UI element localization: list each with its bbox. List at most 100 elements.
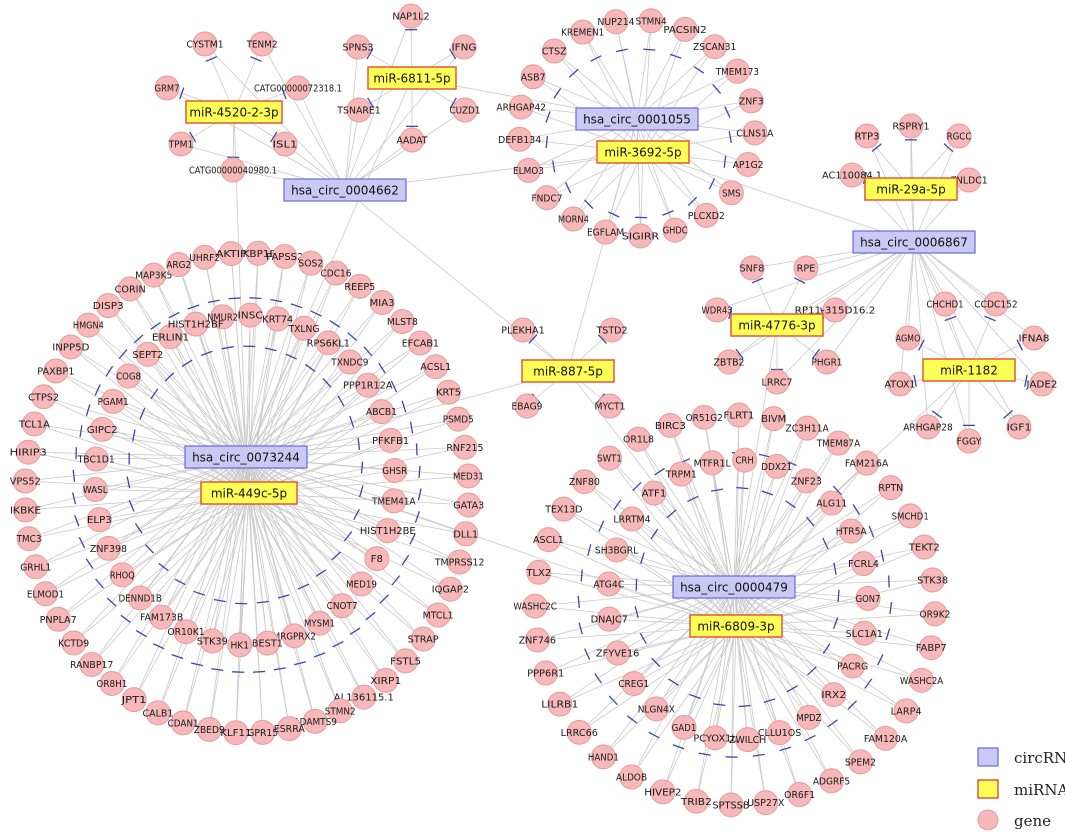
gene-node-clns1a: CLNS1A — [736, 121, 774, 145]
gene-label: PLEKHA1 — [501, 326, 544, 337]
gene-label: TMEM41A — [371, 496, 416, 507]
mirna-label: miR-449c-5p — [211, 487, 287, 501]
gene-label: PPP6R1 — [527, 669, 564, 680]
gene-node-agmo: AGMO — [896, 326, 921, 350]
gene-node-fstl5: FSTL5 — [390, 649, 421, 673]
edge-tick-usp27x — [753, 754, 765, 756]
gene-label: IRX2 — [821, 690, 846, 701]
gene-label: USP27X — [747, 798, 785, 809]
edge-tick-elmod1 — [86, 559, 93, 569]
edge-tick-ranbp17 — [121, 615, 131, 622]
gene-label: HIST1H2BF — [168, 320, 224, 331]
gene-node-tpm1: TPM1 — [168, 132, 194, 156]
gene-label: GRHL1 — [20, 562, 51, 573]
edge-tick-vps52 — [73, 470, 74, 482]
gene-label: LRRC66 — [561, 728, 598, 739]
gene-node-ikbke: IKBKE — [10, 498, 41, 522]
gene-label: ATF1 — [642, 489, 667, 500]
edge-tick-trpm1 — [687, 496, 698, 501]
gene-label: JADE2 — [1025, 380, 1057, 391]
gene-node-chchd1: CHCHD1 — [926, 292, 963, 316]
gene-node-tsnare1: TSNARE1 — [336, 98, 380, 122]
gene-node-elmo3: ELMO3 — [513, 158, 544, 182]
gene-node-sept2: SEPT2 — [132, 342, 163, 366]
mirna-label: miR-1182 — [940, 364, 998, 378]
gene-label: RGCC — [947, 132, 972, 143]
gene-node-rptn: RPTN — [878, 476, 903, 500]
edge-tick-fndc7 — [566, 182, 571, 193]
mirna-node-mir-449c-5p: miR-449c-5p — [201, 482, 297, 504]
gene-node-zscan31: ZSCAN31 — [693, 35, 736, 59]
edge-tick-ikbp1b — [249, 298, 261, 299]
gene-label: GATA3 — [453, 500, 484, 511]
gene-label: TMEM87A — [816, 439, 861, 450]
gene-label: CREG1 — [618, 679, 649, 690]
gene-label: WASHC2C — [513, 602, 557, 613]
gene-label: TENM2 — [246, 40, 278, 51]
gene-label: ERLIN1 — [152, 332, 189, 343]
edge-tick-igf1 — [1003, 411, 1012, 419]
gene-label: AADAT — [397, 136, 428, 147]
edge-hsa-circ-0000479-pcyox1l — [715, 587, 734, 738]
gene-node-wasl: WASL — [83, 477, 108, 501]
gene-node-gad1: GAD1 — [672, 715, 697, 739]
gene-label: MAP3K5 — [135, 271, 172, 282]
gene-label: ABCB1 — [366, 407, 397, 418]
mirna-label: miR-6809-3p — [697, 620, 774, 634]
gene-node-atf1: ATF1 — [642, 481, 667, 505]
gene-label: STMN4 — [636, 16, 667, 27]
gene-node-dll1: DLL1 — [453, 522, 478, 546]
gene-label: HIVEP2 — [644, 787, 681, 798]
gene-label: INPP5D — [52, 342, 89, 353]
gene-node-tlx2: TLX2 — [525, 560, 551, 584]
circrna-node-hsa-circ-0006867: hsa_circ_0006867 — [853, 231, 975, 253]
edge-tick-washc2a — [878, 654, 883, 665]
edge-hsa-circ-0006867-fggy — [914, 242, 969, 441]
gene-node-xirp1: XIRP1 — [370, 668, 401, 692]
gene-node-atg4c: ATG4C — [593, 572, 624, 596]
gene-node-rtp3: RTP3 — [855, 124, 880, 148]
gene-label: BEST1 — [252, 639, 283, 650]
gene-node-sh3bgrl: SH3BGRL — [595, 538, 639, 562]
mirna-label: miR-3692-5p — [604, 146, 681, 160]
gene-label: WDR43 — [702, 306, 733, 317]
gene-label: LARP4 — [891, 706, 922, 717]
gene-label: PSMD5 — [443, 415, 474, 426]
edge-mir-6809-3p-gad1 — [684, 626, 736, 727]
gene-label: TMEM173 — [715, 67, 759, 78]
gene-node-rgcc: RGCC — [947, 124, 972, 148]
gene-label: HK1 — [230, 640, 249, 651]
gene-label: STMN2 — [325, 706, 356, 717]
edge-mir-6809-3p-mtfr1l — [712, 463, 736, 626]
gene-node-mtcl1: MTCL1 — [423, 603, 454, 627]
gene-label: TRIB2 — [680, 797, 712, 808]
gene-node-stk38: STK38 — [917, 568, 948, 592]
gene-label: IKBKE — [10, 505, 41, 516]
gene-label: GON7 — [856, 594, 881, 605]
gene-node-insc: INSC — [238, 303, 263, 327]
gene-label: TPM1 — [168, 140, 194, 151]
edge-tick-aldob — [649, 732, 660, 738]
gene-node-mia3: MIA3 — [370, 291, 395, 315]
gene-label: TEX13D — [544, 505, 582, 516]
gene-label: CNOT7 — [327, 601, 358, 612]
legend: circRNA miRNA gene — [978, 748, 1065, 830]
gene-node-znf80: ZNF80 — [569, 470, 600, 494]
edge-tick-corin — [151, 322, 161, 329]
gene-node-arhgap28: ARHGAP28 — [903, 415, 953, 439]
gene-node-or8h1: OR8H1 — [96, 671, 127, 695]
gene-node-trib2: TRIB2 — [680, 789, 712, 813]
edge-tick-gad1 — [689, 694, 700, 698]
gene-node-acsl1: ACSL1 — [420, 355, 451, 379]
circrna-node-hsa-circ-0001055: hsa_circ_0001055 — [576, 108, 698, 130]
mirna-label: miR-887-5p — [533, 365, 603, 379]
gene-label: MED19 — [346, 579, 377, 590]
edge-tick-tcl1a — [80, 425, 82, 437]
gene-label: ELMOD1 — [27, 589, 64, 600]
edge-tick-gpr15 — [253, 671, 265, 672]
gene-node-pacsin2: PACSIN2 — [663, 17, 706, 41]
circrna-label: hsa_circ_0006867 — [860, 236, 968, 250]
gene-label: WASHC2A — [900, 676, 944, 687]
gene-node-larp4: LARP4 — [891, 699, 922, 723]
